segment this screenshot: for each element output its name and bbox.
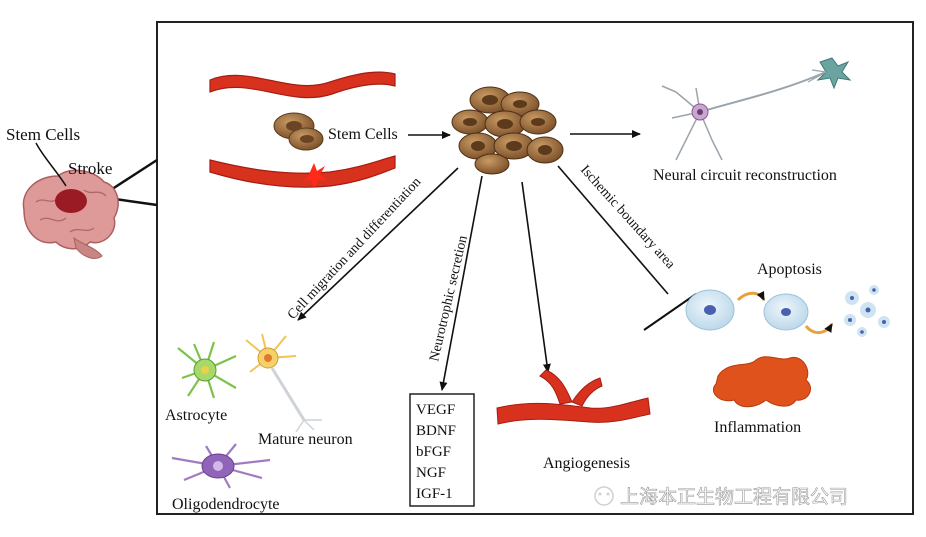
watermark: 上海本正生物工程有限公司 bbox=[594, 486, 848, 508]
mature-neuron-label: Mature neuron bbox=[258, 431, 353, 448]
factor-item: BDNF bbox=[416, 423, 456, 439]
factor-item: VEGF bbox=[416, 402, 455, 418]
arrow-angiogenesis bbox=[521, 181, 551, 373]
inhibit-line-ischemic bbox=[557, 165, 669, 295]
diagram-frame bbox=[156, 21, 914, 515]
inflammation-label: Inflammation bbox=[714, 419, 801, 436]
astrocyte-label: Astrocyte bbox=[165, 407, 227, 424]
stem-cells-vessel-label: Stem Cells bbox=[328, 126, 398, 143]
angiogenesis-vessel-icon bbox=[496, 369, 651, 425]
watermark-text: 上海本正生物工程有限公司 bbox=[620, 486, 848, 508]
factor-item: bFGF bbox=[416, 444, 451, 460]
factor-item: NGF bbox=[416, 465, 446, 481]
brain-icon bbox=[22, 169, 119, 259]
migrating-stem-cell-icon bbox=[273, 112, 324, 151]
stem-cells-pointer bbox=[35, 142, 67, 187]
neural-circuit-label: Neural circuit reconstruction bbox=[653, 167, 837, 184]
stem-cell-cluster-icon bbox=[451, 86, 564, 175]
neural-circuit-icon bbox=[661, 57, 852, 161]
inflammation-icon bbox=[712, 356, 811, 408]
pathway-neurotrophic-label: Neurotrophic secretion bbox=[427, 234, 471, 363]
stem-cells-left-label: Stem Cells bbox=[6, 125, 80, 144]
arrow-neurotrophic bbox=[439, 175, 483, 391]
factor-item: IGF-1 bbox=[416, 486, 453, 502]
blood-vessel-icon bbox=[209, 71, 396, 188]
infarct-area bbox=[55, 189, 87, 213]
growth-factor-box bbox=[409, 393, 475, 507]
oligodendrocyte-label: Oligodendrocyte bbox=[172, 496, 280, 513]
astrocyte-icon bbox=[177, 341, 237, 399]
arrow-migration bbox=[297, 167, 459, 321]
stroke-label: Stroke bbox=[68, 159, 112, 178]
pathway-migration-label: Cell migration and differentiation bbox=[285, 175, 424, 323]
mature-neuron-icon bbox=[245, 333, 322, 433]
oligodendrocyte-icon bbox=[171, 443, 271, 489]
inhibit-bar bbox=[643, 293, 697, 331]
vessel-rupture-icon bbox=[303, 163, 327, 188]
apoptosis-label: Apoptosis bbox=[757, 261, 822, 278]
wechat-icon bbox=[594, 486, 614, 506]
angiogenesis-label: Angiogenesis bbox=[543, 455, 630, 472]
apoptosis-sequence-icon bbox=[685, 285, 890, 337]
